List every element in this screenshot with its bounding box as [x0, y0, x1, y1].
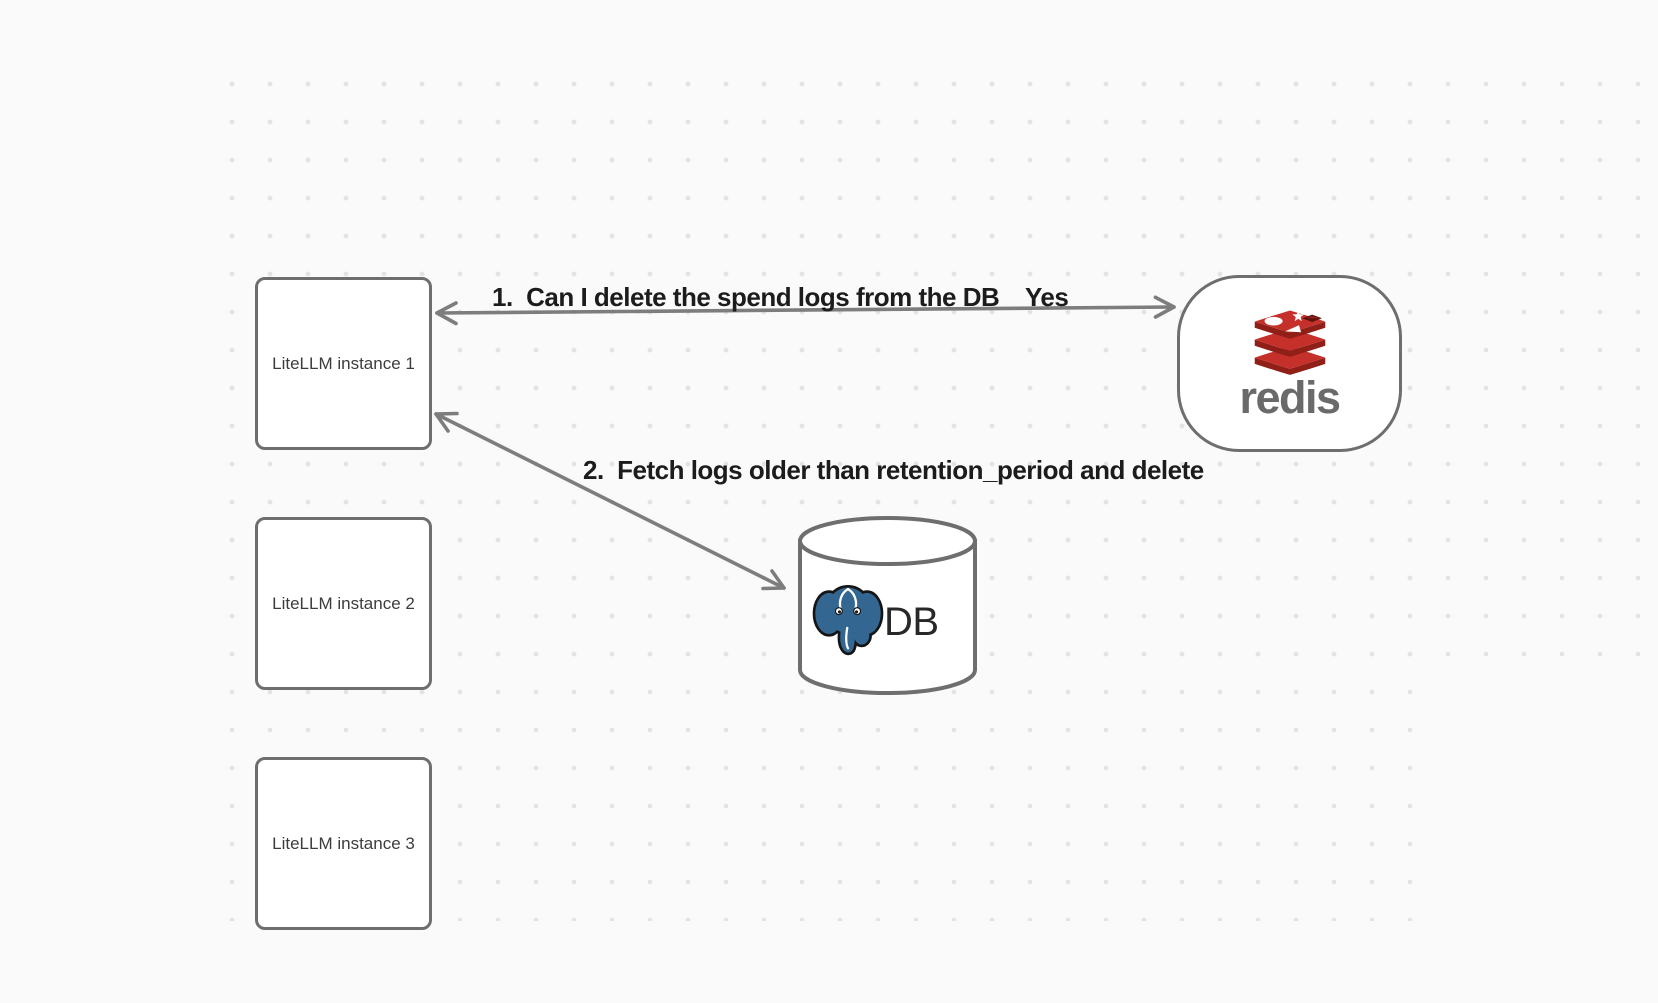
node-litellm-instance-1[interactable]: LiteLLM instance 1: [255, 277, 432, 450]
arrowhead-right: [1153, 295, 1176, 319]
edge-1-answer-label[interactable]: Yes: [1025, 282, 1069, 312]
edge-2-label[interactable]: 2. Fetch logs older than retention_perio…: [583, 455, 1204, 485]
arrowhead-left: [435, 301, 458, 326]
arrow-instance1-redis[interactable]: [435, 295, 1176, 326]
arrow-instance1-db[interactable]: [434, 411, 786, 591]
node-redis[interactable]: redis: [1177, 275, 1402, 452]
arrowhead-bottom: [761, 569, 786, 591]
cylinder-shape: [798, 516, 977, 695]
db-label: DB: [884, 600, 939, 644]
postgresql-logo-icon: [812, 584, 884, 656]
node-litellm-instance-3[interactable]: LiteLLM instance 3: [255, 757, 432, 930]
node-label: LiteLLM instance 3: [272, 833, 415, 853]
arrowhead-top: [434, 411, 459, 433]
redis-logo-icon: [1254, 309, 1325, 375]
edge-1-label[interactable]: 1. Can I delete the spend logs from the …: [492, 282, 1000, 312]
node-label: LiteLLM instance 2: [272, 593, 415, 613]
node-label: LiteLLM instance 1: [272, 353, 415, 373]
redis-wordmark: redis: [1239, 371, 1341, 423]
node-database[interactable]: DB: [794, 512, 981, 699]
node-litellm-instance-2[interactable]: LiteLLM instance 2: [255, 517, 432, 690]
